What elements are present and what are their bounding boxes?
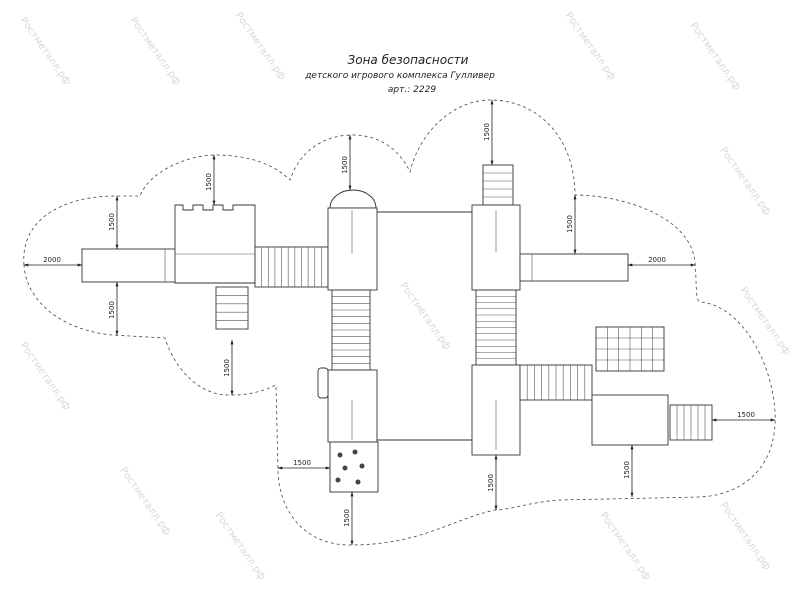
end-tower (591, 394, 669, 446)
top-ladder (482, 164, 514, 206)
article-number: арт.: 2229 (388, 85, 436, 95)
dimension-label: 1500 (223, 359, 231, 377)
left-slide (81, 248, 178, 283)
climbing-hold (359, 463, 365, 469)
dimension-label: 1500 (737, 411, 755, 419)
watermark-text: Ростметалл.рф (128, 15, 183, 87)
dimension-label: 1500 (566, 215, 574, 233)
right-slide (519, 253, 629, 282)
dimension-label: 1500 (487, 474, 495, 492)
climbing-hold (337, 452, 343, 458)
watermark-text: Ростметалл.рф (738, 285, 793, 357)
watermark-text: Ростметалл.рф (398, 280, 453, 352)
dimension-lines: 1500 1500 1500 1500 2000 1500 1500 1500 … (23, 99, 776, 546)
watermark-text: Ростметалл.рф (213, 510, 268, 582)
center-tower (327, 207, 378, 291)
bridge-1 (254, 246, 329, 288)
drawing-subtitle: детского игрового комплекса Гулливер (304, 71, 495, 81)
dimension-label: 1500 (293, 459, 311, 467)
dimension-label: 2000 (43, 256, 61, 264)
drawing-title: Зона безопасности (348, 53, 469, 67)
playground-equipment (81, 164, 713, 493)
small-ladder (215, 286, 249, 330)
dimension-label: 1500 (205, 173, 213, 191)
dimension-label: 1500 (341, 156, 349, 174)
dimension-label: 1500 (623, 461, 631, 479)
dimension-label: 1500 (108, 213, 116, 231)
watermark-text: Ростметалл.рф (718, 145, 773, 217)
watermark-text: Ростметалл.рф (563, 10, 618, 82)
watermark-text: Ростметалл.рф (718, 500, 773, 572)
dimension-label: 2000 (648, 256, 666, 264)
climbing-wall (329, 441, 379, 493)
dimension-label: 1500 (108, 301, 116, 319)
watermark-text: Ростметалл.рф (18, 15, 73, 87)
climbing-hold (342, 465, 348, 471)
watermark-text: Ростметалл.рф (118, 465, 173, 537)
dimension-label: 1500 (483, 123, 491, 141)
climbing-hold (355, 479, 361, 485)
watermark-text: Ростметалл.рф (598, 510, 653, 582)
dome-roof (329, 189, 377, 209)
center-lower-tower (327, 369, 378, 443)
watermark-text: Ростметалл.рф (18, 340, 73, 412)
dimension-label: 1500 (343, 509, 351, 527)
watermark-text: Ростметалл.рф (688, 20, 743, 92)
climbing-hold (352, 449, 358, 455)
handle (317, 367, 329, 399)
watermark-text: Ростметалл.рф (233, 10, 288, 82)
climbing-hold (335, 477, 341, 483)
tower-1 (174, 204, 256, 284)
